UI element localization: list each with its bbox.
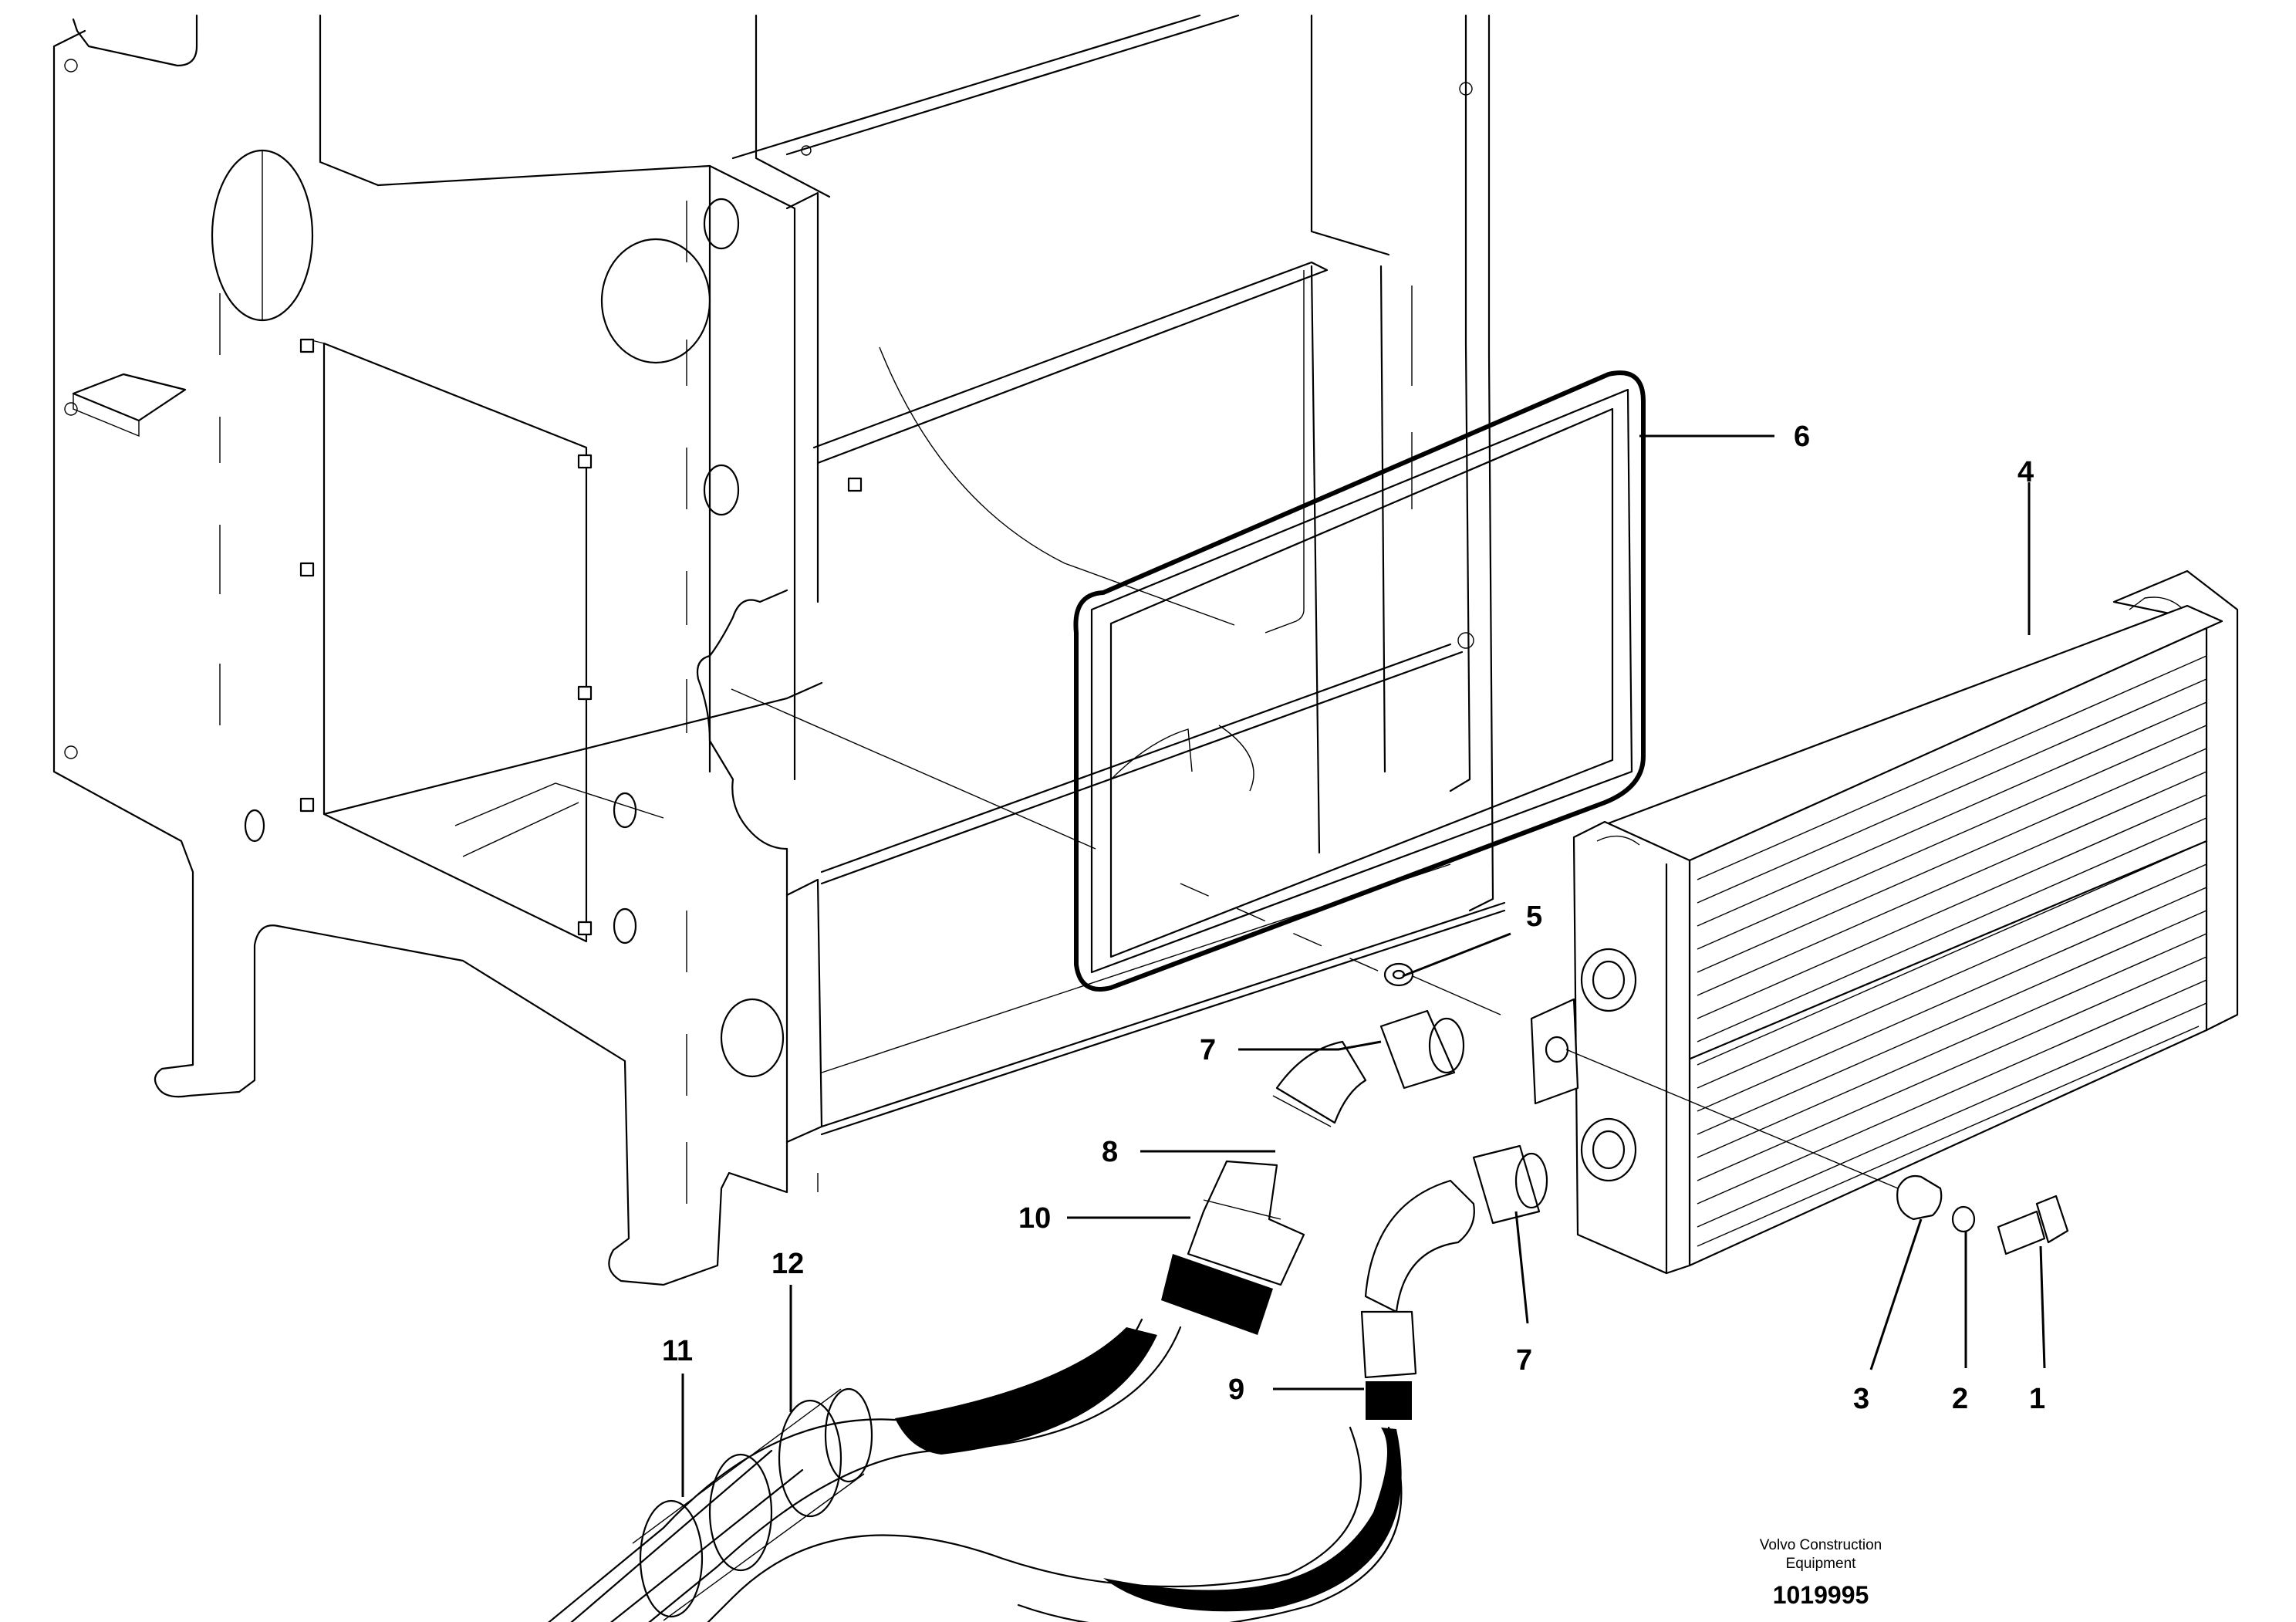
brand-line-1: Volvo Construction [1760,1537,1882,1553]
callout-12: 12 [772,1248,804,1280]
publisher-footer: Volvo Construction Equipment 1019995 [1760,1537,1882,1609]
hose-fitting-9 [1360,1179,1475,1420]
elbow-fitting-8 [1272,1040,1367,1127]
document-number: 1019995 [1773,1581,1869,1609]
callout-9: 9 [1228,1374,1244,1406]
callout-4: 4 [2017,456,2034,488]
mounting-screw-assembly [1565,1049,2069,1255]
washer-5 [1383,962,1501,1015]
callout-3: 3 [1853,1383,1869,1415]
callout-10: 10 [1018,1202,1051,1235]
leader-lines [681,434,2046,1497]
callout-11: 11 [662,1335,693,1367]
gasket-seal-frame [1073,370,1646,992]
callout-5: 5 [1526,901,1542,933]
callout-7-lower: 7 [1516,1344,1532,1377]
hose-fitting-10 [1161,1160,1305,1335]
brand-line-2: Equipment [1786,1556,1857,1572]
callout-8: 8 [1102,1136,1118,1168]
frame-bolts [299,82,1474,936]
core-fins [1697,655,2207,1247]
callout-labels: 6 4 5 7 8 10 12 11 9 7 3 2 1 [662,421,2045,1415]
callout-1: 1 [2029,1383,2045,1415]
callout-6: 6 [1794,421,1810,453]
adapter-fitting-7 [1379,1009,1548,1225]
panel-slots [219,201,1413,1204]
callout-7-upper: 7 [1200,1034,1216,1066]
heat-exchanger-core [1530,569,2239,1275]
cab-frame [52,14,1506,1286]
coolant-hoses [548,1318,1403,1622]
callout-2: 2 [1952,1383,1968,1415]
